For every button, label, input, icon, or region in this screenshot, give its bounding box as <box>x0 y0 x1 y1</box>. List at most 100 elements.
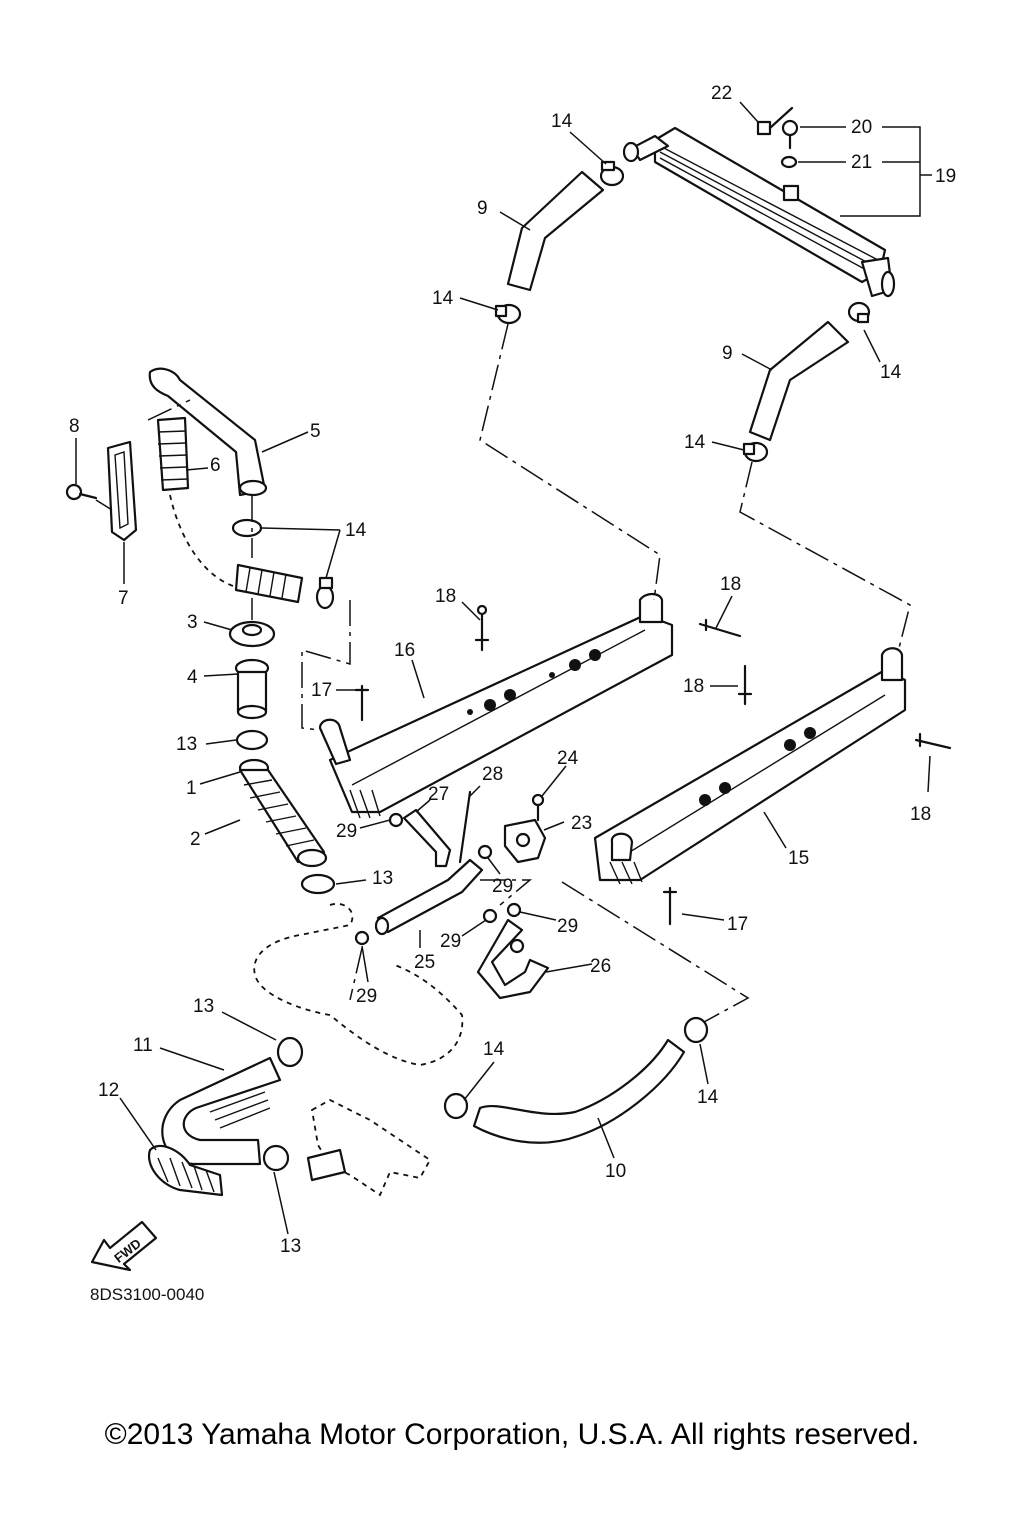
callout-14: 14 <box>345 520 367 541</box>
callout-11: 11 <box>133 1035 153 1056</box>
bolt-17-a <box>354 684 370 722</box>
bolt-8 <box>65 483 98 501</box>
drawing-code: 8DS3100-0040 <box>90 1285 204 1304</box>
callout-21: 21 <box>851 152 872 173</box>
hose-9-upper <box>506 170 605 292</box>
washer-21 <box>780 155 798 169</box>
clamp-14-mid-b <box>315 576 335 610</box>
callout-24: 24 <box>557 748 579 769</box>
clamp-29-a <box>388 812 404 828</box>
callout-29: 29 <box>440 931 461 952</box>
pipe-25 <box>374 858 484 936</box>
connection-lines <box>95 323 911 1023</box>
callout-18: 18 <box>910 804 931 825</box>
bolt-22 <box>756 106 794 136</box>
thermostat-cap-3 <box>228 620 276 648</box>
clamp-29-d <box>506 902 525 954</box>
clamp-14-mid-a <box>231 518 263 538</box>
clamp-14-left <box>494 303 522 325</box>
callout-29: 29 <box>336 821 357 842</box>
callout-9: 9 <box>477 198 488 219</box>
callout-29: 29 <box>557 916 578 937</box>
callout-13: 13 <box>193 996 214 1017</box>
callout-13: 13 <box>372 868 393 889</box>
callout-14: 14 <box>697 1087 719 1108</box>
callout-15: 15 <box>788 848 809 869</box>
callout-14: 14 <box>551 111 573 132</box>
clamp-13-mid <box>300 873 336 895</box>
clamp-29-c <box>482 908 498 924</box>
clamp-14-top <box>599 160 625 187</box>
callout-1: 1 <box>186 778 197 799</box>
callout-14: 14 <box>432 288 454 309</box>
hose-10 <box>472 1038 686 1144</box>
callout-23: 23 <box>571 813 592 834</box>
callout-3: 3 <box>187 612 198 633</box>
callout-14: 14 <box>684 432 706 453</box>
clamp-14-right <box>742 441 769 463</box>
callout-18: 18 <box>435 586 456 607</box>
hose-27 <box>402 808 452 868</box>
callout-17: 17 <box>727 914 748 935</box>
callout-29: 29 <box>356 986 377 1007</box>
bolt-17-b <box>662 886 678 926</box>
bolt-20 <box>781 119 799 150</box>
clamp-14-lower-a <box>443 1092 469 1120</box>
manifold-phantom <box>306 1098 432 1197</box>
bolt-18-b <box>698 618 742 638</box>
bolt-18-c <box>737 664 753 706</box>
bracket-7 <box>106 440 138 542</box>
clamp-29-b <box>477 844 493 860</box>
hose-6 <box>156 416 304 604</box>
callout-28: 28 <box>482 764 503 785</box>
fwd-arrow-icon: FWD <box>90 1220 158 1272</box>
callout-18: 18 <box>683 676 704 697</box>
tie-28 <box>458 790 472 864</box>
bolt-18-d <box>914 732 952 750</box>
callout-13: 13 <box>176 734 197 755</box>
callout-labels: 22 14 20 21 19 9 14 9 14 8 5 14 6 14 7 1… <box>69 83 956 1257</box>
exhaust-pipe-15 <box>593 647 907 885</box>
callout-29: 29 <box>492 876 513 897</box>
hose-9-right <box>748 320 850 442</box>
callout-14: 14 <box>880 362 902 383</box>
callout-10: 10 <box>605 1161 626 1182</box>
bolt-18-a <box>474 604 490 652</box>
callout-16: 16 <box>394 640 415 661</box>
callout-12: 12 <box>98 1080 119 1101</box>
fitting-23 <box>503 818 547 864</box>
callout-8: 8 <box>69 416 80 437</box>
exhaust-pipe-16 <box>318 592 674 819</box>
bolt-24 <box>531 793 545 822</box>
callout-13: 13 <box>280 1236 301 1257</box>
pipe-5 <box>148 367 268 497</box>
copyright-notice: ©2013 Yamaha Motor Corporation, U.S.A. A… <box>104 1418 920 1451</box>
hose-26 <box>476 918 550 1000</box>
clamp-13-lower-b <box>262 1144 290 1172</box>
thermostat-housing-4 <box>234 658 270 720</box>
callout-19: 19 <box>935 166 956 187</box>
callout-27: 27 <box>428 784 449 805</box>
clamp-14-right-top <box>847 301 871 324</box>
hose-12 <box>147 1091 271 1197</box>
callout-7: 7 <box>118 588 129 609</box>
callout-2: 2 <box>190 829 201 850</box>
callout-17: 17 <box>311 680 332 701</box>
callout-4: 4 <box>187 667 198 688</box>
callout-5: 5 <box>310 421 321 442</box>
callout-9: 9 <box>722 343 733 364</box>
engine-outline-phantom <box>253 902 464 1066</box>
clamp-29-e <box>354 930 370 946</box>
callout-22: 22 <box>711 83 732 104</box>
hose-2 <box>238 768 328 868</box>
callout-6: 6 <box>210 455 221 476</box>
callout-leaders <box>75 101 932 1235</box>
callout-26: 26 <box>590 956 611 977</box>
heat-exchanger <box>622 126 896 298</box>
callout-18: 18 <box>720 574 741 595</box>
callout-20: 20 <box>851 117 872 138</box>
clamp-13-upper <box>235 729 269 751</box>
clamp-13-lower-a <box>276 1036 304 1068</box>
callout-14: 14 <box>483 1039 505 1060</box>
